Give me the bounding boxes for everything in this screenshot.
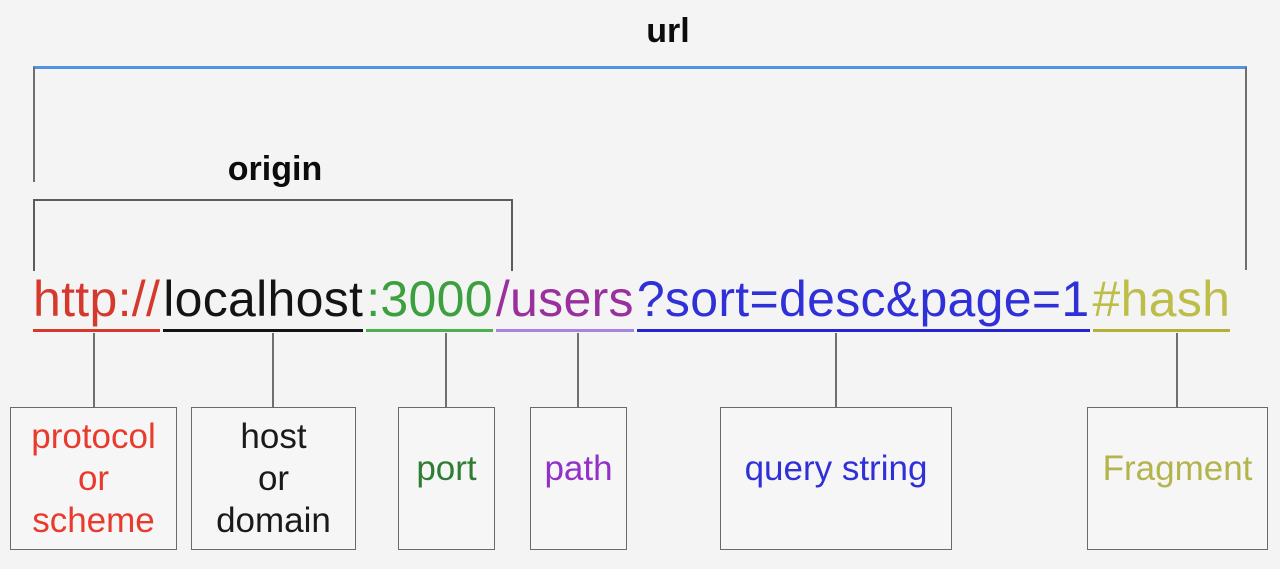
url-bracket-label: url xyxy=(646,12,690,50)
box-protocol-line-2: or xyxy=(77,458,110,498)
box-host-or-domain: host or domain xyxy=(191,407,356,550)
url-segment-query: ?sort=desc&page=1 xyxy=(636,274,1090,332)
box-protocol-line-1: protocol xyxy=(31,416,156,456)
box-port: port xyxy=(398,407,495,550)
connector-host xyxy=(272,333,274,408)
url-segment-protocol: http:// xyxy=(33,274,161,332)
url-segment-path: /users xyxy=(495,274,634,332)
url-segment-fragment: #hash xyxy=(1092,274,1231,332)
box-query-string: query string xyxy=(720,407,952,550)
connector-port xyxy=(445,333,447,408)
box-protocol-line-3: scheme xyxy=(32,500,155,540)
connector-fragment xyxy=(1176,333,1178,408)
url-bracket-left-tick xyxy=(33,67,35,182)
origin-bracket xyxy=(33,199,513,271)
url-segment-port: :3000 xyxy=(366,274,493,332)
origin-bracket-label: origin xyxy=(227,150,323,188)
box-fragment: Fragment xyxy=(1087,407,1268,550)
url-string: http:// localhost :3000 /users ?sort=des… xyxy=(33,274,1231,332)
url-bracket-line xyxy=(33,66,1247,69)
url-bracket-right-tick xyxy=(1245,67,1247,270)
box-host-line-1: host xyxy=(240,416,307,456)
connector-protocol xyxy=(93,333,95,408)
connector-path xyxy=(577,333,579,408)
box-fragment-label: Fragment xyxy=(1102,448,1253,488)
box-path-label: path xyxy=(544,448,613,488)
box-query-string-label: query string xyxy=(744,448,928,488)
box-path: path xyxy=(530,407,627,550)
box-protocol-or-scheme: protocol or scheme xyxy=(10,407,177,550)
box-host-line-3: domain xyxy=(216,500,331,540)
box-port-label: port xyxy=(416,448,477,488)
url-segment-host: localhost xyxy=(163,274,364,332)
connector-query-string xyxy=(835,333,837,408)
box-host-line-2: or xyxy=(257,458,290,498)
